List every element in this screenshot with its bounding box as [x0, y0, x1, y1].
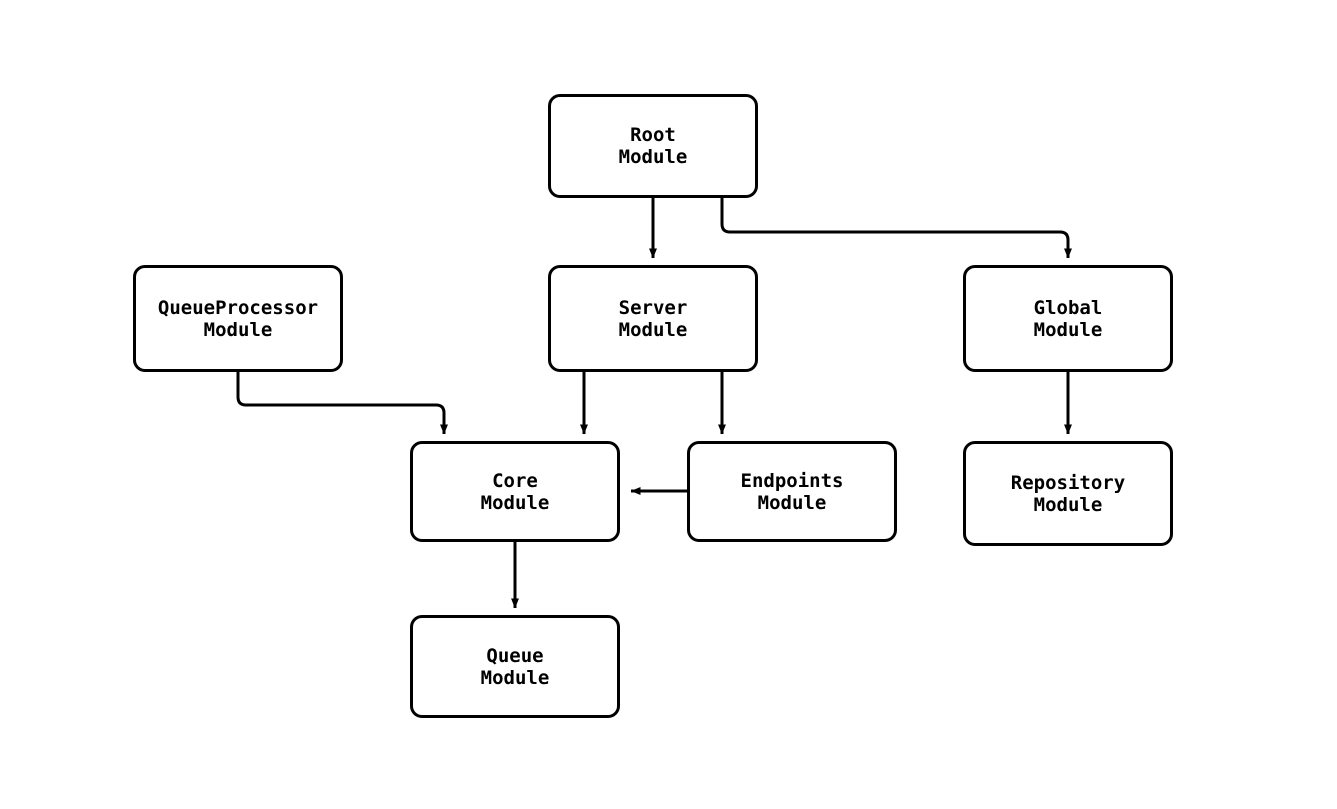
node-queueprocessor[interactable]: QueueProcessor Module [133, 265, 343, 372]
node-queue[interactable]: Queue Module [410, 615, 620, 718]
node-label-repository: Repository Module [1010, 471, 1126, 516]
node-endpoints[interactable]: Endpoints Module [687, 441, 897, 542]
node-root[interactable]: Root Module [548, 94, 758, 198]
node-core[interactable]: Core Module [410, 441, 620, 542]
node-label-root: Root Module [618, 124, 688, 168]
edge-root-to-global [720, 198, 1072, 259]
node-label-global: Global Module [1033, 296, 1103, 341]
node-label-endpoints: Endpoints Module [740, 469, 844, 514]
node-repository[interactable]: Repository Module [963, 441, 1173, 546]
node-label-queueprocessor: QueueProcessor Module [157, 296, 319, 341]
edge-queueprocessor-to-core [236, 372, 448, 435]
node-label-core: Core Module [480, 469, 550, 514]
node-global[interactable]: Global Module [963, 265, 1173, 372]
node-label-queue: Queue Module [480, 644, 550, 689]
node-server[interactable]: Server Module [548, 265, 758, 372]
node-label-server: Server Module [618, 296, 688, 341]
